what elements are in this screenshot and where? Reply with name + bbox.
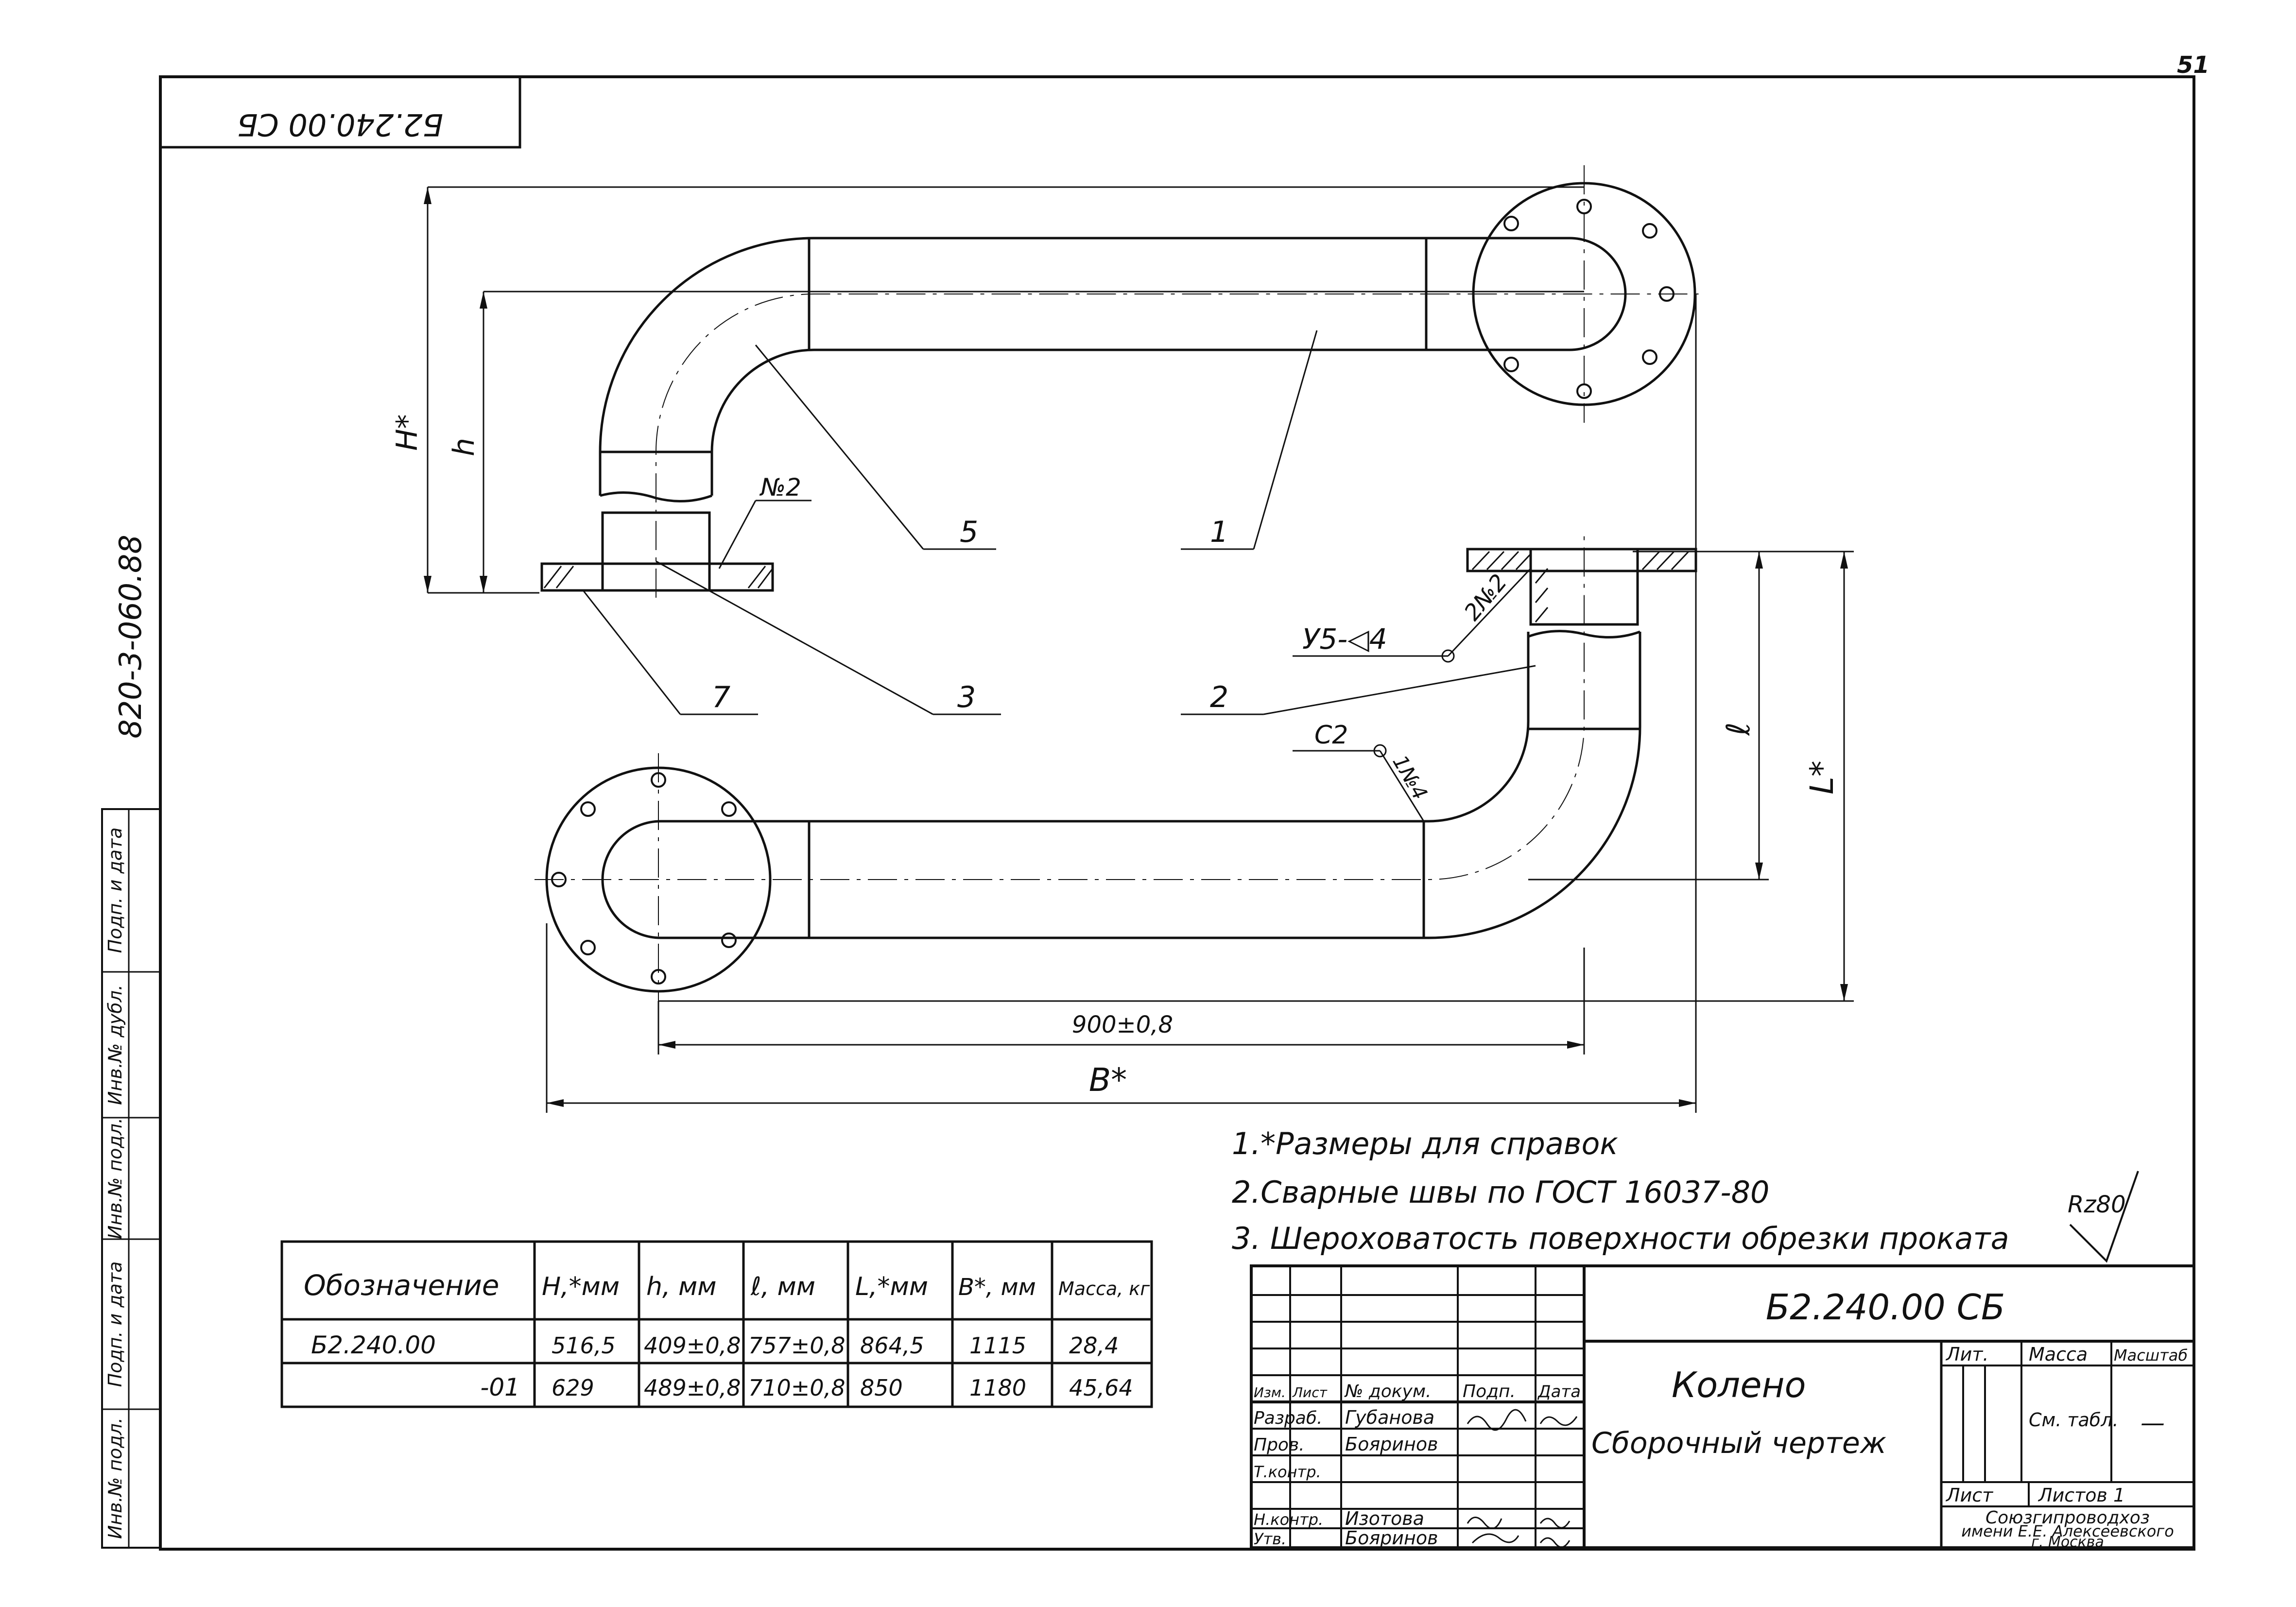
tb-scale-label: Масштаб [2114, 1346, 2188, 1365]
dimension-lines [427, 186, 1854, 1113]
title-name: Колено [1672, 1365, 1806, 1405]
callout-7: 7 [712, 680, 730, 714]
table-cell: 409±0,8 [644, 1332, 741, 1359]
tb-person: Бояринов [1345, 1527, 1438, 1549]
table-cell: -01 [480, 1373, 520, 1401]
table-cell: 489±0,8 [644, 1375, 741, 1401]
side-stamp-label-5: Инв.№ подл. [104, 1417, 126, 1539]
table-header-B: B*, мм [958, 1274, 1036, 1301]
roughness-symbol [2069, 1171, 2139, 1263]
tb-role: Пров. [1254, 1435, 1305, 1455]
table-cell: 710±0,8 [748, 1375, 846, 1401]
upper-centerlines [656, 165, 1701, 598]
tb-org-line-2: имени Е.Е. Алексеевского [1961, 1522, 2174, 1540]
tb-col-list: Лист [1292, 1384, 1328, 1400]
tb-role: Н.контр. [1254, 1510, 1323, 1529]
note-2: 2.Сварные швы по ГОСТ 16037-80 [1232, 1175, 1770, 1210]
tb-mass-value: См. табл. [2029, 1409, 2119, 1431]
lower-elbow-view [545, 548, 1697, 993]
lower-collar-hatch [1471, 551, 1690, 622]
table-header-l: ℓ, мм [750, 1272, 815, 1301]
table-header-H: H,*мм [542, 1272, 620, 1301]
callout-weld-no2-top: №2 [759, 473, 801, 501]
tb-scale-value: — [2141, 1409, 2165, 1437]
table-cell: 516,5 [552, 1332, 616, 1359]
corner-stamp: Б2.240.00 СБ [159, 75, 521, 149]
dim-l: ℓ [1720, 722, 1757, 736]
tb-role: Разраб. [1254, 1408, 1322, 1428]
table-cell: 757±0,8 [748, 1332, 846, 1359]
callout-2: 2 [1210, 680, 1228, 714]
callout-1: 1 [1210, 515, 1228, 549]
table-cell: 1180 [969, 1375, 1026, 1401]
dim-span: 900±0,8 [1072, 1011, 1173, 1038]
side-stamp-label-1: Подп. и дата [104, 828, 126, 953]
table-header-mass: Масса, кг [1058, 1278, 1150, 1299]
drawing-frame [159, 75, 2195, 1551]
upper-flange-hatch [543, 566, 774, 588]
dim-h: h [447, 438, 481, 456]
weld-mark-bottom [1373, 744, 1387, 758]
side-stamp-label-4: Подп. и дата [104, 1261, 126, 1387]
tb-person: Бояринов [1345, 1434, 1438, 1455]
tb-person: Губанова [1345, 1407, 1434, 1428]
tb-lit-label: Лит. [1945, 1344, 1989, 1365]
callout-3: 3 [957, 680, 976, 714]
table-cell: Б2.240.00 [311, 1331, 436, 1359]
tb-sheet-label: Лист [1945, 1485, 1994, 1506]
table-header-L: L,*мм [855, 1272, 928, 1301]
tb-role: Т.контр. [1254, 1463, 1321, 1481]
lower-flange-bolts [551, 772, 737, 985]
corner-stamp-text: Б2.240.00 СБ [237, 107, 443, 142]
title-doc-number: Б2.240.00 СБ [1766, 1287, 2005, 1328]
lower-centerlines [535, 535, 1585, 1020]
tb-sheets-label: Листов 1 [2037, 1485, 2125, 1506]
callout-5: 5 [960, 515, 978, 549]
note-3: 3. Шероховатость поверхности обрезки про… [1232, 1221, 2009, 1256]
tb-mass-label: Масса [2029, 1344, 2088, 1365]
dim-H: H* [390, 414, 424, 450]
table-cell: 45,64 [1069, 1375, 1133, 1401]
side-stamp-label-2: Инв.№ дубл. [104, 985, 126, 1105]
tb-col-docnum: № докум. [1344, 1382, 1431, 1401]
page-number: 51 [2177, 52, 2210, 79]
tb-col-sign: Подп. [1463, 1382, 1516, 1401]
side-code: 820-3-060.88 [113, 535, 148, 738]
side-stamp: Подп. и дата Инв.№ дубл. Инв.№ подл. Под… [101, 808, 161, 1549]
side-stamp-label-3: Инв.№ подл. [104, 1118, 126, 1239]
table-cell: 1115 [969, 1332, 1026, 1359]
callout-leaders [582, 330, 1536, 822]
tb-role: Утв. [1254, 1530, 1286, 1548]
dim-B: B* [1089, 1061, 1127, 1099]
table-header-h: h, мм [646, 1272, 716, 1301]
table-cell: 864,5 [860, 1332, 924, 1359]
roughness-value: Rz80 [2068, 1191, 2126, 1218]
tb-col-izm: Изм. [1254, 1384, 1286, 1400]
callout-weld-c2: С2 [1314, 721, 1348, 750]
table-cell: 629 [552, 1375, 594, 1401]
dimension-arrows [424, 187, 1848, 1107]
table-cell: 28,4 [1069, 1332, 1119, 1359]
callout-weld-no1: 1№4 [1388, 751, 1432, 804]
upper-elbow-view [540, 182, 1696, 592]
weld-mark-top [1441, 649, 1455, 663]
table-cell: 850 [860, 1375, 903, 1401]
tb-person: Изотова [1345, 1508, 1424, 1529]
title-block-grid [1250, 1264, 2195, 1549]
signatures [1467, 1409, 1578, 1548]
tb-col-date: Дата [1537, 1382, 1581, 1401]
title-doc-type: Сборочный чертеж [1591, 1426, 1886, 1460]
note-1: 1.*Размеры для справок [1232, 1126, 1618, 1161]
dim-L: L* [1803, 760, 1841, 795]
tb-org-line-1: Союзгипроводхоз [1985, 1508, 2150, 1528]
tb-org-line-3: г. Москва [2031, 1534, 2104, 1551]
callout-weld-spec: У5-◁4 [1302, 622, 1387, 656]
table-header-designation: Обозначение [304, 1269, 499, 1302]
upper-flange-bolts [1503, 199, 1675, 399]
spec-table-grid [280, 1240, 1153, 1408]
